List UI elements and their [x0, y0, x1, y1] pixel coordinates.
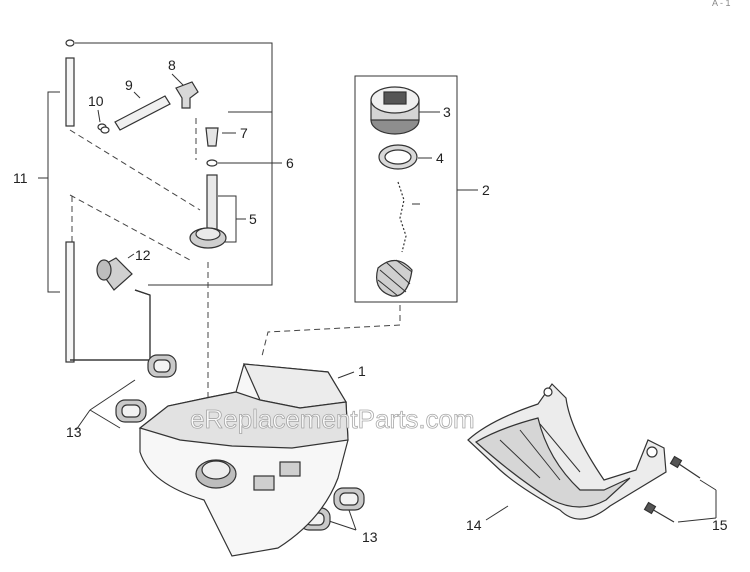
part-8-elbow — [175, 81, 199, 109]
label-part-7: 7 — [240, 125, 248, 141]
part-6-o-ring — [206, 159, 218, 167]
part-12-fuel-filter — [96, 257, 133, 291]
part-15-screws — [643, 455, 701, 523]
part-4-gasket — [378, 144, 418, 170]
part-14-bracket — [467, 383, 667, 520]
label-part-14: 14 — [466, 517, 482, 533]
leader-lines — [38, 42, 717, 531]
assembly-dashed-lines — [69, 118, 401, 405]
part-5-suction-pipe — [189, 174, 227, 249]
watermark: eReplacementParts.com — [190, 404, 475, 434]
part-10-o-ring — [97, 123, 110, 134]
label-part-13-left: 13 — [66, 424, 82, 440]
part-11-fuel-lines — [65, 39, 151, 363]
label-part-3: 3 — [443, 104, 451, 120]
label-part-2: 2 — [482, 182, 490, 198]
part-3-fuel-cap — [370, 86, 420, 135]
label-part-15: 15 — [712, 517, 728, 533]
label-part-4: 4 — [436, 150, 444, 166]
label-part-5: 5 — [249, 211, 257, 227]
label-part-11: 11 — [13, 170, 28, 186]
label-part-9: 9 — [125, 77, 133, 93]
part-1-fuel-tank — [138, 363, 349, 557]
part-2-strainer — [376, 181, 420, 297]
label-part-1: 1 — [358, 363, 366, 379]
part-7-filter — [205, 127, 219, 147]
label-part-6: 6 — [286, 155, 294, 171]
label-part-13-bottom: 13 — [362, 529, 378, 545]
part-labels: 1 2 3 4 5 6 7 8 9 10 11 12 13 13 14 15 — [13, 57, 728, 545]
corner-mark: A - 1 — [712, 0, 731, 8]
label-part-12: 12 — [135, 247, 151, 263]
part-9-pipe — [114, 95, 171, 131]
label-part-8: 8 — [168, 57, 176, 73]
label-part-10: 10 — [88, 93, 104, 109]
